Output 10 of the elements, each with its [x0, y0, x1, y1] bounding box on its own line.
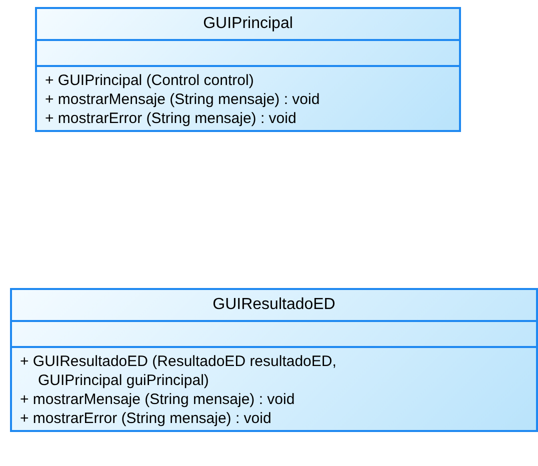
method-text: + mostrarError (String mensaje) : void: [45, 109, 298, 128]
method-text: + mostrarError (String mensaje) : void: [20, 409, 272, 428]
method-text: + mostrarMensaje (String mensaje) : void: [20, 390, 296, 409]
method-text: + GUIPrincipal (Control control): [45, 71, 255, 90]
class-name: GUIResultadoED: [212, 296, 336, 313]
class-box: [35, 7, 461, 132]
method-text: + mostrarMensaje (String mensaje) : void: [45, 90, 321, 109]
class-box: [10, 288, 538, 432]
method-text: + GUIResultadoED (ResultadoED resultadoED, GUIPrincipal guiPrincipal): [20, 352, 338, 390]
class-name: GUIPrincipal: [203, 15, 293, 32]
